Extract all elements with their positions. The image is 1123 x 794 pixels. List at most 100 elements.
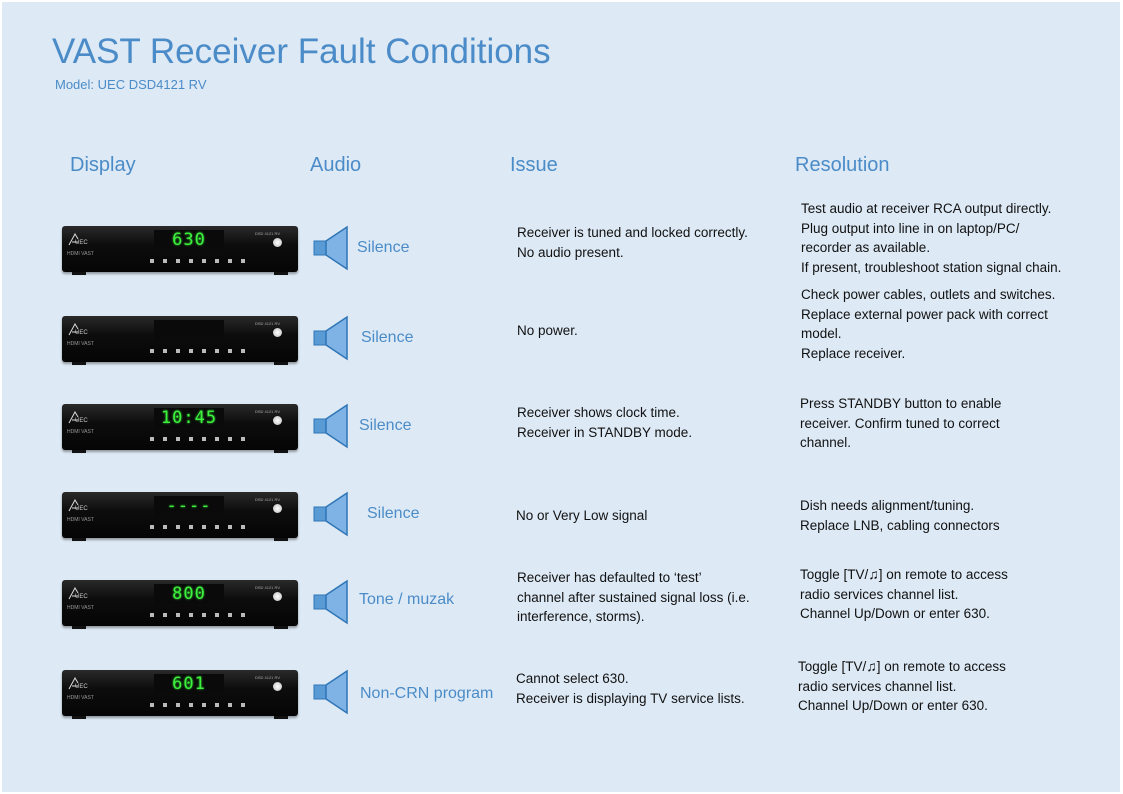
front-panel-button xyxy=(163,259,167,263)
front-panel-button xyxy=(189,613,193,617)
receiver-image: UEC HDMI VAST DSD 4121 RV ---- xyxy=(62,492,298,541)
receiver-display: ---- xyxy=(154,496,224,516)
resolution-line: Toggle [TV/♫] on remote to access xyxy=(800,566,1008,582)
resolution-line: recorder as available. xyxy=(801,240,931,255)
receiver-badges: HDMI VAST xyxy=(67,605,94,611)
issue-line: Receiver has defaulted to ‘test’ xyxy=(517,570,702,585)
receiver-logo-icon xyxy=(68,586,86,600)
front-panel-button xyxy=(176,259,180,263)
standby-knob-icon xyxy=(273,238,282,247)
front-panel-button xyxy=(215,349,219,353)
issue-text: Receiver is tuned and locked correctly. … xyxy=(517,223,748,262)
issue-line: Receiver shows clock time. xyxy=(517,405,680,420)
resolution-line: If present, troubleshoot station signal … xyxy=(801,259,1062,275)
receiver-model-label: DSD 4121 RV xyxy=(254,675,280,680)
front-panel-button xyxy=(215,259,219,263)
standby-knob-icon xyxy=(273,416,282,425)
issue-line: Receiver is displaying TV service lists. xyxy=(516,690,745,706)
front-panel-button xyxy=(189,437,193,441)
receiver-buttons xyxy=(150,349,260,354)
resolution-line: Replace external power pack with correct xyxy=(801,306,1048,322)
front-panel-button xyxy=(150,349,154,353)
receiver-buttons xyxy=(150,259,260,264)
resolution-text: Toggle [TV/♫] on remote to access radio … xyxy=(798,657,1006,716)
receiver-buttons xyxy=(150,613,260,618)
front-panel-button xyxy=(163,613,167,617)
music-note-icon: ♫ xyxy=(866,658,877,674)
resolution-line: Plug output into line in on laptop/PC/ xyxy=(801,220,1020,236)
fault-row: UEC HDMI VAST DSD 4121 RV Silence No pow… xyxy=(2,287,1120,392)
receiver-badges: HDMI VAST xyxy=(67,251,94,257)
front-panel-button xyxy=(215,437,219,441)
resolution-line: Test audio at receiver RCA output direct… xyxy=(801,201,1052,216)
front-panel-button xyxy=(163,703,167,707)
standby-knob-icon xyxy=(273,328,282,337)
receiver-image: UEC HDMI VAST DSD 4121 RV 800 xyxy=(62,580,298,629)
front-panel-button xyxy=(241,437,245,441)
receiver-model-label: DSD 4121 RV xyxy=(254,409,280,414)
front-panel-button xyxy=(228,349,232,353)
resolution-line: model. xyxy=(801,326,842,341)
receiver-badges: HDMI VAST xyxy=(67,341,94,347)
receiver-buttons xyxy=(150,437,260,442)
column-header-display: Display xyxy=(70,154,136,176)
front-panel-button xyxy=(150,437,154,441)
receiver-brand: UEC xyxy=(75,594,88,600)
audio-status: Silence xyxy=(357,239,410,256)
front-panel-button xyxy=(215,703,219,707)
issue-text: No or Very Low signal xyxy=(516,506,647,526)
front-panel-button xyxy=(202,613,206,617)
fault-row: UEC HDMI VAST DSD 4121 RV 800 Tone / muz… xyxy=(2,566,1120,656)
front-panel-button xyxy=(241,525,245,529)
receiver-logo-icon xyxy=(68,676,86,690)
resolution-line: Dish needs alignment/tuning. xyxy=(800,498,975,513)
audio-status: Silence xyxy=(367,505,420,522)
receiver-brand: UEC xyxy=(75,418,88,424)
receiver-brand: UEC xyxy=(75,684,88,690)
front-panel-button xyxy=(163,525,167,529)
resolution-line: Replace LNB, cabling connectors xyxy=(800,517,1000,533)
fault-row: UEC HDMI VAST DSD 4121 RV 10:45 Silence … xyxy=(2,396,1120,480)
speaker-icon xyxy=(313,402,351,450)
fault-row: UEC HDMI VAST DSD 4121 RV 630 Silence Re… xyxy=(2,201,1120,302)
issue-text: Receiver has defaulted to ‘test’ channel… xyxy=(517,568,750,627)
front-panel-button xyxy=(228,259,232,263)
front-panel-button xyxy=(228,437,232,441)
column-header-issue: Issue xyxy=(510,154,558,176)
front-panel-button xyxy=(150,259,154,263)
receiver-model-label: DSD 4121 RV xyxy=(254,497,280,502)
issue-line: Receiver is tuned and locked correctly. xyxy=(517,225,748,240)
front-panel-button xyxy=(215,525,219,529)
front-panel-button xyxy=(241,349,245,353)
receiver-image: UEC HDMI VAST DSD 4121 RV 10:45 xyxy=(62,404,298,453)
front-panel-button xyxy=(228,703,232,707)
front-panel-button xyxy=(176,703,180,707)
front-panel-button xyxy=(150,703,154,707)
audio-status: Silence xyxy=(359,417,412,434)
resolution-line: Toggle [TV/♫] on remote to access xyxy=(798,658,1006,674)
resolution-text: Press STANDBY button to enable receiver.… xyxy=(800,394,1001,453)
issue-line: Receiver in STANDBY mode. xyxy=(517,424,693,440)
issue-line: channel after sustained signal loss (i.e… xyxy=(517,589,750,605)
front-panel-button xyxy=(176,613,180,617)
front-panel-button xyxy=(241,703,245,707)
music-note-icon: ♫ xyxy=(868,566,879,582)
audio-status: Silence xyxy=(361,329,414,346)
issue-line: Cannot select 630. xyxy=(516,671,629,686)
resolution-text: Check power cables, outlets and switches… xyxy=(801,285,1055,363)
front-panel-button xyxy=(163,349,167,353)
receiver-badges: HDMI VAST xyxy=(67,695,94,701)
resolution-line: channel. xyxy=(800,435,852,450)
standby-knob-icon xyxy=(273,592,282,601)
issue-text: No power. xyxy=(517,321,578,341)
speaker-icon xyxy=(313,578,351,626)
front-panel-button xyxy=(202,525,206,529)
receiver-display: 10:45 xyxy=(154,408,224,428)
audio-status: Tone / muzak xyxy=(359,591,455,608)
resolution-line: receiver. Confirm tuned to correct xyxy=(800,415,1000,431)
receiver-model-label: DSD 4121 RV xyxy=(254,585,280,590)
front-panel-button xyxy=(176,437,180,441)
receiver-image: UEC HDMI VAST DSD 4121 RV 601 xyxy=(62,670,298,719)
page-title: VAST Receiver Fault Conditions xyxy=(52,32,551,71)
